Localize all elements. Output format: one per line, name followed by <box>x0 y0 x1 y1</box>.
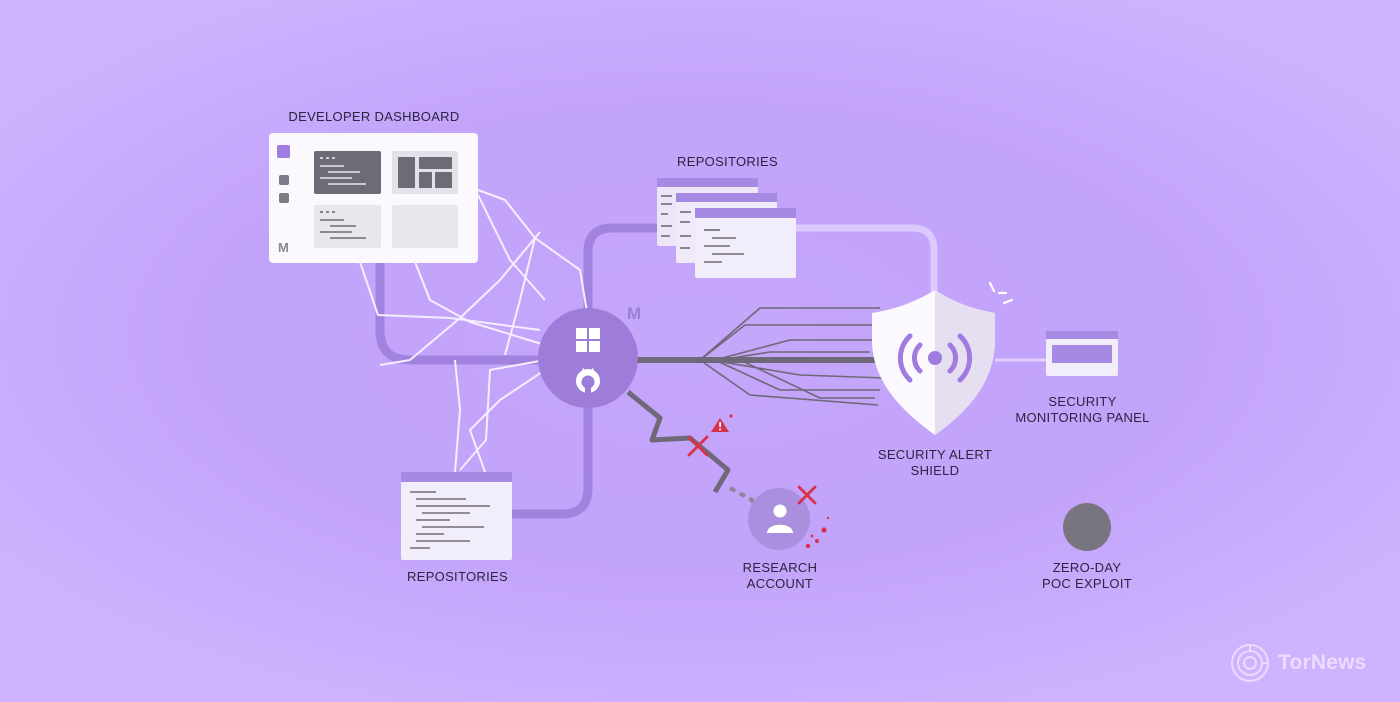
zero-day-label-line: ZERO-DAY <box>1052 560 1122 575</box>
broadcast-signal-icon <box>897 333 973 383</box>
github-logo-icon <box>576 368 600 394</box>
repositories-window-bottom[interactable] <box>401 472 512 560</box>
connector-hub-top-repo <box>583 223 665 323</box>
connector-repos-shield <box>786 224 938 294</box>
tornews-watermark: TorNews <box>1230 643 1367 683</box>
dashboard-sidebar-dot <box>279 175 289 185</box>
zero-day-label: ZERO-DAY POC EXPLOIT <box>1022 560 1152 592</box>
zero-day-label-line: POC EXPLOIT <box>1042 576 1132 591</box>
dashboard-empty-card <box>392 205 458 248</box>
security-monitoring-panel-window[interactable] <box>1046 331 1118 376</box>
shield-label: SECURITY ALERT SHIELD <box>860 447 1010 479</box>
shield-label-line: SHIELD <box>910 463 960 478</box>
warning-triangle-icon <box>711 414 733 432</box>
monitoring-panel-label: SECURITY MONITORING PANEL <box>1005 394 1160 426</box>
developer-dashboard-label: DEVELOPER DASHBOARD <box>288 109 460 124</box>
dashboard-m-logo: M <box>278 240 289 255</box>
repositories-bottom-label: REPOSITORIES <box>407 569 508 584</box>
research-account-label-line: ACCOUNT <box>746 576 814 591</box>
tornews-brand-name: TorNews <box>1278 651 1367 674</box>
m-mark: M <box>627 304 641 323</box>
developer-dashboard-window[interactable]: M <box>269 133 478 263</box>
red-x-icon <box>687 435 709 457</box>
monitoring-panel-label-line: MONITORING PANEL <box>1015 410 1150 425</box>
network-lines <box>359 189 589 473</box>
research-account[interactable] <box>748 488 810 550</box>
security-alert-shield[interactable] <box>872 281 1014 435</box>
circuit-lines <box>699 307 886 406</box>
repositories-top-label: REPOSITORIES <box>677 154 778 169</box>
windows-logo-icon <box>576 328 600 352</box>
dashboard-sidebar-active <box>277 145 290 158</box>
repositories-stack-top[interactable] <box>657 178 796 278</box>
red-debris-dots <box>805 516 830 549</box>
zero-day-exploit-dot[interactable] <box>1063 503 1111 551</box>
shield-label-line: SECURITY ALERT <box>877 447 993 462</box>
connector-dashboard-hub <box>375 257 550 365</box>
central-hub[interactable] <box>538 308 638 408</box>
research-account-label-line: RESEARCH <box>742 560 818 575</box>
alert-rays <box>988 281 1014 305</box>
red-x-icon <box>797 485 817 505</box>
dashboard-sidebar-dot <box>279 193 289 203</box>
broken-cable <box>626 390 762 516</box>
connector-hub-bottom-repo <box>509 395 593 519</box>
research-account-label: RESEARCH ACCOUNT <box>715 560 845 592</box>
tornews-logo-icon <box>1231 644 1269 682</box>
monitoring-panel-label-line: SECURITY <box>1048 394 1117 409</box>
user-icon <box>767 504 793 533</box>
